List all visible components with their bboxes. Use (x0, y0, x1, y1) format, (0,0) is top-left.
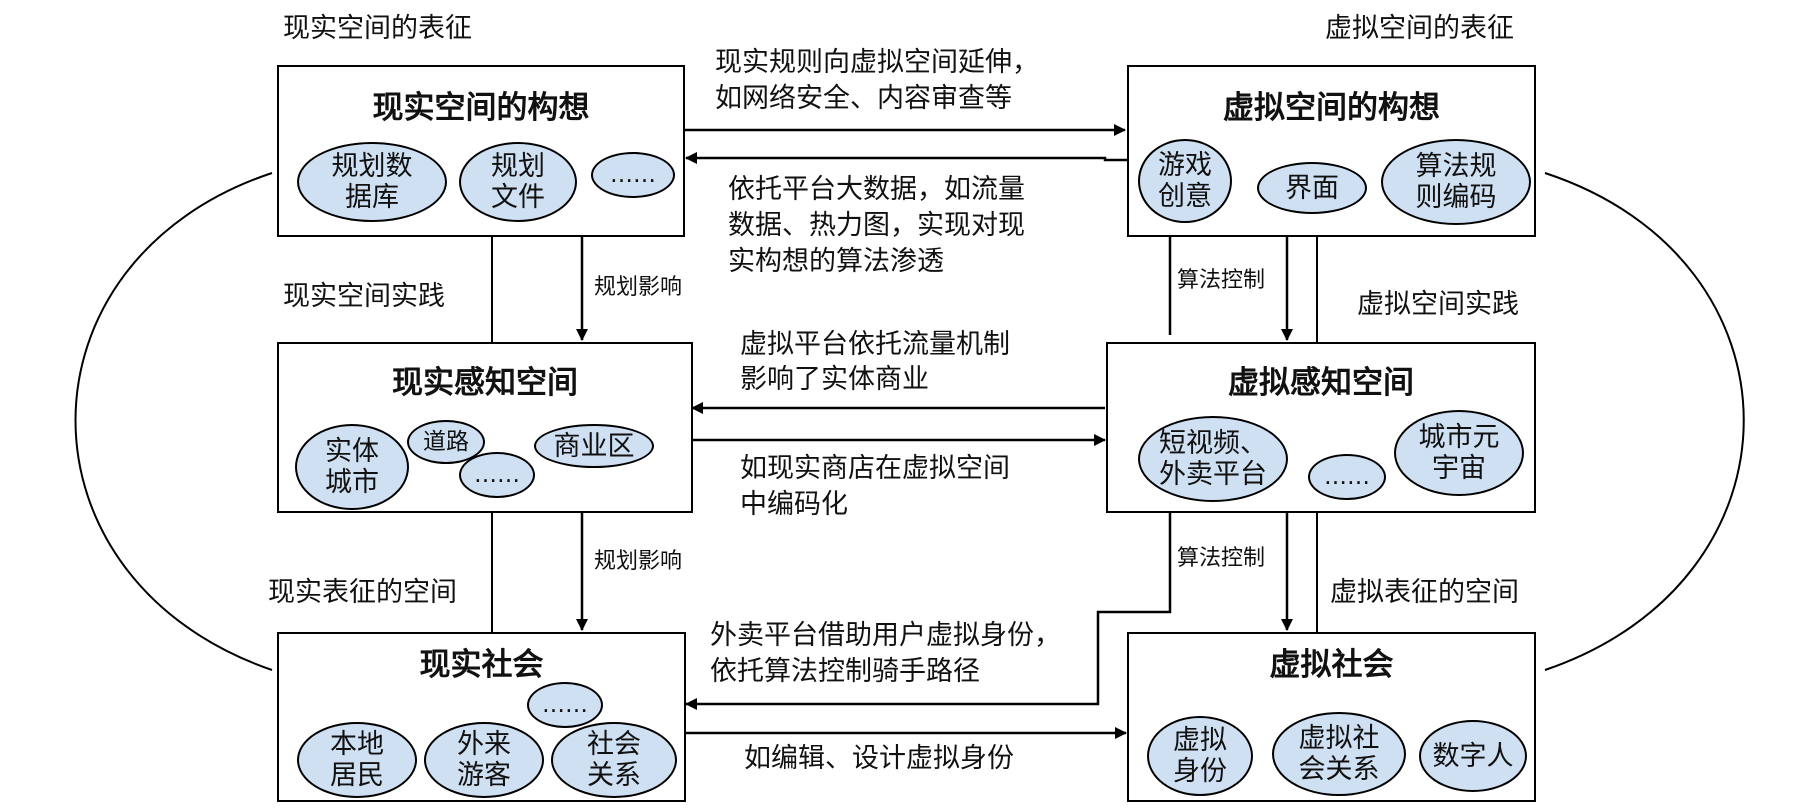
box-virtual-society: 虚拟社会 虚拟 身份 虚拟社 会关系 数字人 (1127, 632, 1536, 802)
ellipse-virtual-identity: 虚拟 身份 (1147, 716, 1253, 796)
box-real-society: 现实社会 …… 本地 居民 外来 游客 社会 关系 (277, 632, 686, 802)
ellipse-digital-human: 数字人 (1419, 720, 1527, 792)
annotation-mid-left-line1: 虚拟平台依托流量机制 (740, 329, 1010, 360)
ellipse-more: …… (591, 152, 675, 198)
label-virtual-representation: 虚拟空间的表征 (1325, 13, 1514, 44)
ellipse-short-video-platform: 短视频、 外卖平台 (1138, 416, 1288, 502)
ellipse-roads: 道路 (407, 420, 485, 464)
annotation-top-left-line3: 实构想的算法渗透 (728, 246, 944, 277)
ellipse-social-relations: 社会 关系 (551, 722, 677, 798)
box-real-conceived: 现实空间的构想 规划数 据库 规划 文件 …… (277, 65, 685, 237)
ellipse-more: …… (527, 682, 603, 728)
annotation-top-right-line1: 现实规则向虚拟空间延伸， (715, 47, 1039, 78)
arrow-virtual-to-real-society (685, 513, 1172, 710)
ellipse-planning-database: 规划数 据库 (297, 142, 447, 222)
annotation-mid-right-line1: 如现实商店在虚拟空间 (740, 453, 1010, 484)
label-algorithm-control-2: 算法控制 (1177, 546, 1266, 571)
label-planning-influence-1: 规划影响 (594, 275, 683, 300)
label-planning-influence-2: 规划影响 (594, 549, 683, 574)
ellipse-algorithm-rules: 算法规 则编码 (1381, 139, 1531, 225)
ellipse-virtual-social-relations: 虚拟社 会关系 (1272, 712, 1406, 796)
ellipse-physical-city: 实体 城市 (295, 424, 409, 510)
label-real-practice: 现实空间实践 (283, 281, 445, 312)
annotation-mid-right-line2: 中编码化 (740, 489, 848, 520)
box-title: 现实感知空间 (392, 365, 578, 401)
label-virtual-practice: 虚拟空间实践 (1357, 289, 1519, 320)
box-title: 现实社会 (419, 647, 544, 683)
annotation-bottom-left-line2: 依托算法控制骑手路径 (710, 656, 980, 687)
ellipse-tourists: 外来 游客 (424, 722, 544, 798)
annotation-top-left-line1: 依托平台大数据，如流量 (728, 174, 1025, 205)
annotation-mid-left-line2: 影响了实体商业 (740, 364, 929, 395)
ellipse-planning-documents: 规划 文件 (459, 142, 577, 222)
box-real-perceived: 现实感知空间 实体 城市 道路 …… 商业区 (277, 342, 693, 513)
box-title: 现实空间的构想 (372, 90, 590, 126)
label-real-representation: 现实空间的表征 (283, 13, 472, 44)
annotation-bottom-right: 如编辑、设计虚拟身份 (744, 743, 1014, 774)
box-virtual-perceived: 虚拟感知空间 短视频、 外卖平台 …… 城市元 宇宙 (1106, 342, 1536, 513)
ellipse-game-idea: 游戏 创意 (1138, 139, 1232, 223)
outer-arc-left (74, 172, 273, 671)
box-title: 虚拟社会 (1269, 647, 1394, 683)
outer-arc-right (1544, 172, 1745, 671)
ellipse-more: …… (1308, 454, 1386, 500)
ellipse-city-metaverse: 城市元 宇宙 (1394, 410, 1524, 496)
ellipse-more: …… (459, 452, 535, 498)
label-virtual-represented-space: 虚拟表征的空间 (1330, 577, 1519, 608)
label-algorithm-control-1: 算法控制 (1177, 268, 1266, 293)
annotation-top-left-line2: 数据、热力图，实现对现 (728, 210, 1025, 241)
ellipse-business-district: 商业区 (534, 424, 654, 468)
label-real-represented-space: 现实表征的空间 (268, 577, 457, 608)
box-title: 虚拟感知空间 (1228, 365, 1414, 401)
box-virtual-conceived: 虚拟空间的构想 游戏 创意 界面 算法规 则编码 (1127, 65, 1536, 237)
annotation-bottom-left-line1: 外卖平台借助用户虚拟身份， (710, 620, 1061, 651)
annotation-top-right-line2: 如网络安全、内容审查等 (715, 83, 1012, 114)
box-title: 虚拟空间的构想 (1223, 90, 1440, 126)
ellipse-interface: 界面 (1257, 162, 1367, 214)
ellipse-local-residents: 本地 居民 (297, 722, 417, 798)
